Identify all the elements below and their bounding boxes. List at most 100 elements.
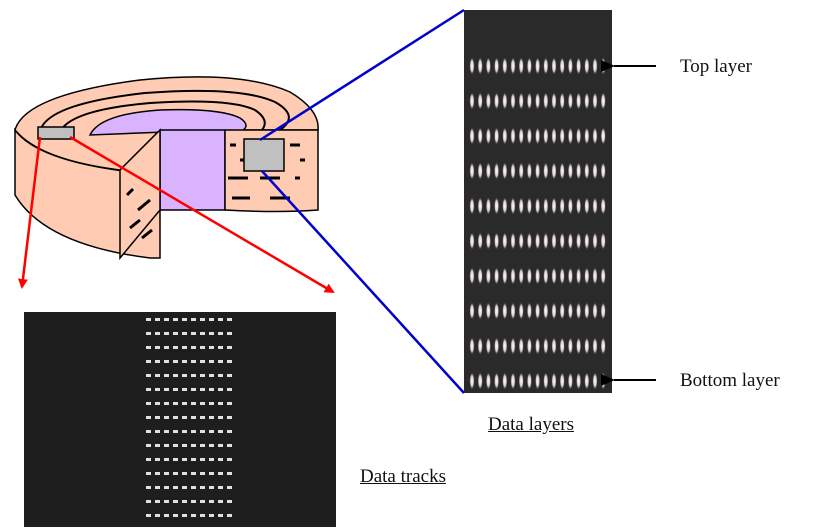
layer-dot bbox=[600, 372, 606, 390]
track-dot bbox=[209, 332, 214, 335]
layer-dot bbox=[592, 197, 598, 215]
layer-dot bbox=[551, 127, 557, 145]
track-dot bbox=[155, 514, 160, 517]
optical-disc bbox=[14, 76, 319, 261]
track-dot bbox=[182, 318, 187, 321]
track-dot bbox=[200, 402, 205, 405]
track-dot bbox=[218, 374, 223, 377]
layer-dot bbox=[559, 302, 565, 320]
track-dot bbox=[182, 500, 187, 503]
track-dot bbox=[155, 318, 160, 321]
layer-dot bbox=[600, 162, 606, 180]
layer-dot bbox=[502, 232, 508, 250]
layer-dot bbox=[469, 372, 475, 390]
track-dot bbox=[218, 332, 223, 335]
track-dot bbox=[218, 430, 223, 433]
track-dot bbox=[164, 388, 169, 391]
layer-dot bbox=[502, 57, 508, 75]
layer-dot bbox=[543, 127, 549, 145]
track-dot bbox=[146, 416, 151, 419]
track-dot bbox=[155, 430, 160, 433]
layer-dot bbox=[469, 92, 475, 110]
layer-dot bbox=[576, 267, 582, 285]
track-dot bbox=[191, 514, 196, 517]
layer-dot bbox=[567, 197, 574, 215]
layer-dot bbox=[526, 162, 533, 180]
layer-dot bbox=[518, 197, 524, 215]
track-dot bbox=[155, 500, 160, 503]
layer-dot bbox=[559, 267, 565, 285]
layer-dot bbox=[469, 302, 475, 320]
data-tracks-caption: Data tracks bbox=[360, 466, 446, 487]
track-dot bbox=[200, 458, 205, 461]
layer-dot bbox=[551, 267, 557, 285]
track-dot bbox=[218, 486, 223, 489]
layer-dot bbox=[477, 197, 483, 215]
track-dot bbox=[155, 332, 160, 335]
layer-dot bbox=[600, 197, 606, 215]
bottom-layer-label: Bottom layer bbox=[680, 370, 780, 391]
layer-dot bbox=[485, 232, 491, 250]
track-dot bbox=[155, 472, 160, 475]
layer-dot bbox=[510, 57, 516, 75]
track-dot bbox=[200, 332, 205, 335]
disc-hole bbox=[88, 108, 247, 136]
layer-dot bbox=[502, 162, 508, 180]
track-dot bbox=[173, 346, 178, 349]
layer-dot bbox=[494, 372, 500, 390]
layer-dot bbox=[567, 57, 574, 75]
track-dot bbox=[191, 374, 196, 377]
track-dot bbox=[164, 318, 169, 321]
track-dot bbox=[164, 444, 169, 447]
track-dot bbox=[200, 374, 205, 377]
track-dot bbox=[146, 402, 151, 405]
layer-dot bbox=[526, 337, 533, 355]
layer-dot bbox=[567, 337, 574, 355]
track-dot bbox=[146, 332, 151, 335]
layer-dot bbox=[502, 92, 508, 110]
layer-dot bbox=[551, 57, 557, 75]
layer-dot bbox=[559, 57, 565, 75]
layer-dot bbox=[485, 337, 491, 355]
track-dot bbox=[155, 374, 160, 377]
track-dot bbox=[146, 430, 151, 433]
track-dot bbox=[209, 388, 214, 391]
layer-dot bbox=[584, 232, 590, 250]
layer-dot bbox=[526, 127, 533, 145]
track-dot bbox=[209, 416, 214, 419]
layer-dot bbox=[600, 92, 606, 110]
track-dot bbox=[182, 514, 187, 517]
track-dot bbox=[227, 514, 232, 517]
track-dot bbox=[200, 472, 205, 475]
layer-dot bbox=[518, 337, 524, 355]
blue-line-top bbox=[259, 8, 465, 142]
layer-dot bbox=[502, 267, 508, 285]
layer-dot bbox=[469, 57, 475, 75]
track-dot bbox=[173, 486, 178, 489]
layer-dot bbox=[526, 302, 533, 320]
track-dot bbox=[227, 430, 232, 433]
layer-dot bbox=[518, 92, 524, 110]
layer-dot bbox=[502, 197, 508, 215]
layer-dot bbox=[518, 302, 524, 320]
layer-dot bbox=[543, 267, 549, 285]
layer-dot bbox=[576, 92, 582, 110]
layer-dot bbox=[584, 337, 590, 355]
track-dot bbox=[209, 458, 214, 461]
layer-dot bbox=[592, 337, 598, 355]
data-tracks-image bbox=[24, 312, 336, 527]
layer-dot bbox=[543, 162, 549, 180]
layer-dot bbox=[567, 92, 574, 110]
track-dot bbox=[173, 444, 178, 447]
layer-dot bbox=[576, 162, 582, 180]
track-dot bbox=[164, 346, 169, 349]
track-dot bbox=[227, 318, 232, 321]
track-dot bbox=[218, 514, 223, 517]
track-dot bbox=[155, 360, 160, 363]
layer-dot bbox=[477, 232, 483, 250]
layer-dot bbox=[559, 197, 565, 215]
layer-dot bbox=[485, 57, 491, 75]
track-dot bbox=[209, 514, 214, 517]
track-dot bbox=[155, 402, 160, 405]
